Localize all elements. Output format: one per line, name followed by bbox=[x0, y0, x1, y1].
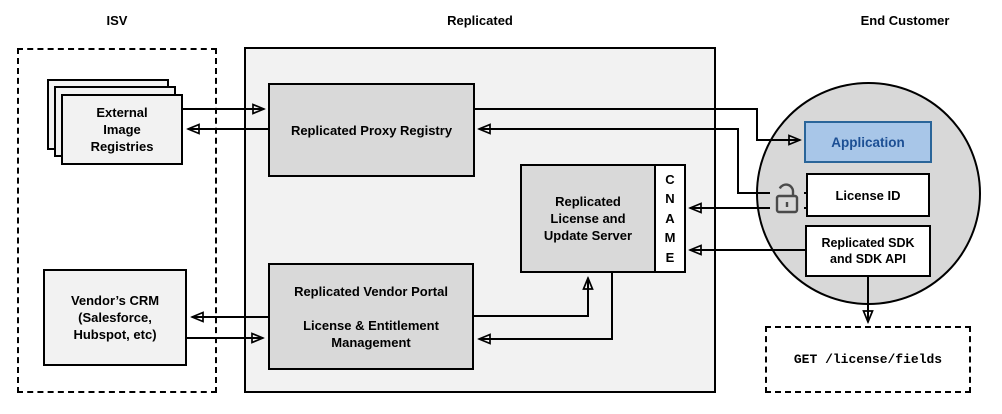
section-label-end-customer: End Customer bbox=[860, 13, 950, 28]
cname-letter: E bbox=[665, 249, 675, 265]
replicated-proxy-registry-node: Replicated Proxy Registry bbox=[268, 83, 475, 177]
replicated-sdk-line: and SDK API bbox=[830, 252, 906, 266]
vendor-portal-line: Management bbox=[331, 334, 411, 350]
application-label: Application bbox=[831, 134, 905, 150]
external-registries-line: Registries bbox=[90, 139, 154, 154]
get-license-fields-box: GET /license/fields bbox=[765, 326, 971, 393]
application-node: Application bbox=[804, 121, 932, 163]
license-id-label: License ID bbox=[835, 187, 901, 203]
cname-letter: M bbox=[664, 230, 676, 246]
cname-letter: N bbox=[665, 191, 675, 207]
external-image-registries-node: External Image Registries bbox=[61, 94, 183, 165]
unlock-icon bbox=[770, 179, 804, 217]
license-update-server-node: Replicated License and Update Server bbox=[520, 164, 656, 273]
cname-letter: C bbox=[665, 171, 675, 187]
get-license-fields-label: GET /license/fields bbox=[793, 352, 943, 367]
license-server-line: License and bbox=[550, 211, 626, 226]
cname-node: C N A M E bbox=[654, 164, 686, 273]
replicated-sdk-line: Replicated SDK bbox=[821, 236, 915, 250]
vendors-crm-line: (Salesforce, bbox=[78, 310, 152, 325]
section-label-replicated: Replicated bbox=[447, 13, 513, 28]
license-server-line: Update Server bbox=[543, 228, 633, 243]
cname-letter: A bbox=[665, 210, 675, 226]
license-server-line: Replicated bbox=[555, 194, 621, 209]
vendor-portal-node: Replicated Vendor Portal License & Entit… bbox=[268, 263, 474, 370]
proxy-registry-label: Replicated Proxy Registry bbox=[290, 122, 453, 138]
vendor-portal-line: License & Entitlement bbox=[303, 317, 439, 333]
external-registries-line: External bbox=[96, 105, 148, 120]
section-label-isv: ISV bbox=[106, 13, 128, 28]
vendor-portal-line: Replicated Vendor Portal bbox=[294, 283, 448, 299]
vendors-crm-line: Vendor’s CRM bbox=[70, 293, 160, 308]
external-registries-line: Image bbox=[103, 122, 141, 137]
license-id-node: License ID bbox=[806, 173, 930, 217]
vendors-crm-node: Vendor’s CRM (Salesforce, Hubspot, etc) bbox=[43, 269, 187, 366]
vendors-crm-line: Hubspot, etc) bbox=[73, 327, 157, 342]
replicated-sdk-node: Replicated SDK and SDK API bbox=[805, 225, 931, 277]
